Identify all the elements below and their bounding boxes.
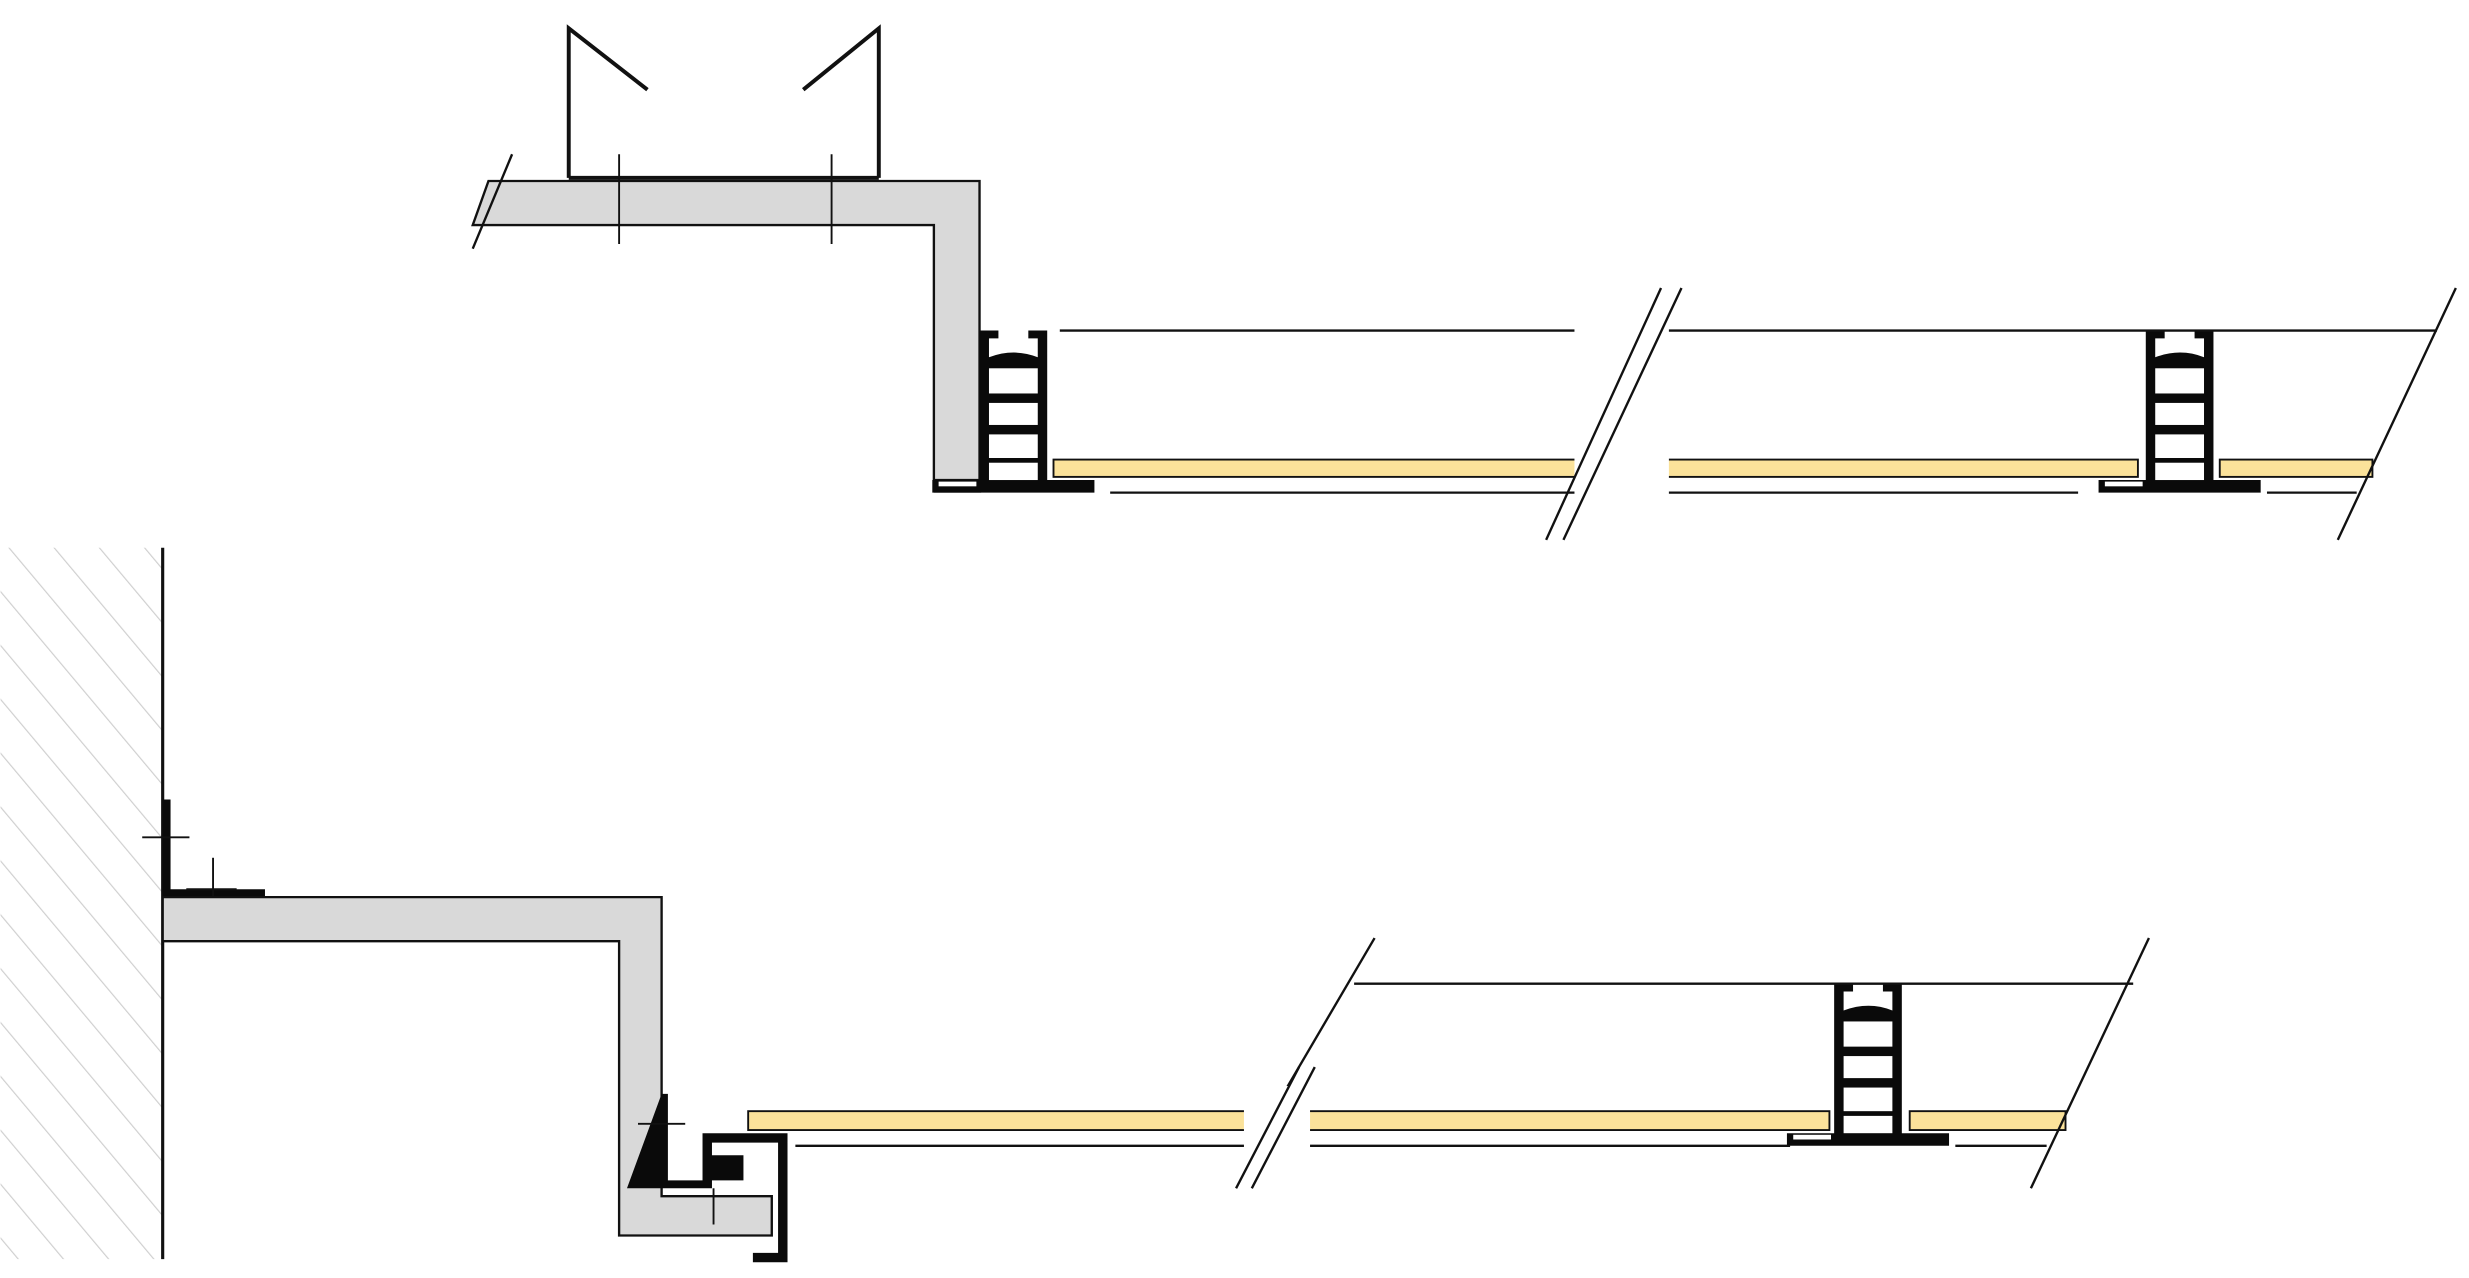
- z-bracket: [471, 179, 981, 482]
- bottom-detail: [0, 547, 2150, 1263]
- ceiling-panel: [2218, 458, 2374, 478]
- break-line: [1545, 287, 1663, 541]
- hanger-bracket: [566, 24, 881, 180]
- fastener-marks: [637, 1122, 715, 1225]
- break-line: [2336, 287, 2457, 541]
- wall-hatch: [0, 547, 163, 1260]
- break-line: [1250, 1066, 1316, 1189]
- z-bracket: [161, 895, 773, 1237]
- break-line: [1235, 1066, 1301, 1189]
- ceiling-panel: [1908, 1110, 2067, 1131]
- break-line: [2029, 937, 2150, 1189]
- top-detail: [471, 24, 2457, 543]
- break-line: [471, 153, 514, 250]
- edge-profile: [626, 1093, 788, 1263]
- break-line: [1562, 287, 1683, 541]
- fastener-marks: [618, 154, 833, 244]
